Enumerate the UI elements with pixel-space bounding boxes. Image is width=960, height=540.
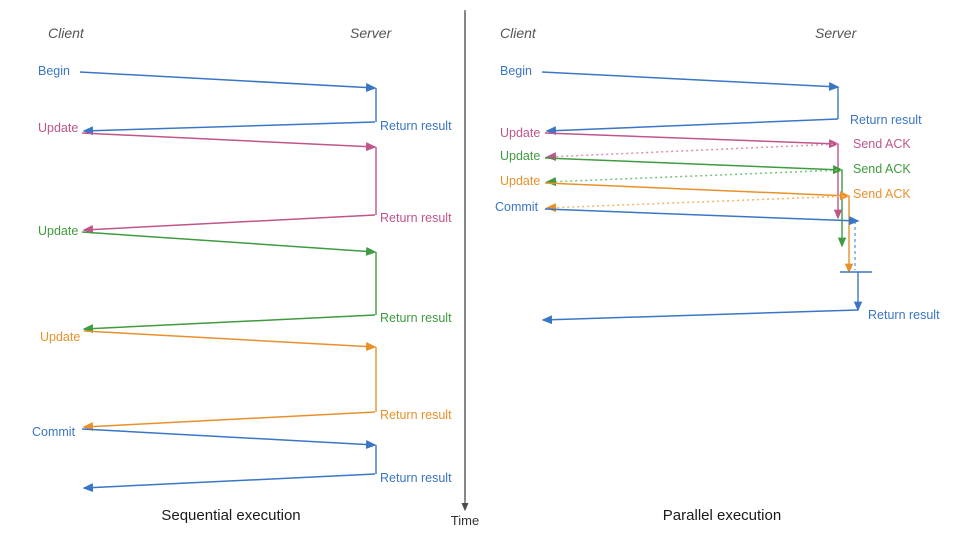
message-label: Update: [38, 121, 78, 135]
message-label: Send ACK: [853, 162, 911, 176]
lane-title-server: Server: [350, 25, 393, 41]
message-label: Begin: [500, 64, 532, 78]
message-arrow-request: [544, 182, 851, 201]
message-arrow-response: [541, 309, 859, 325]
message-label: Return result: [850, 113, 922, 127]
message-arrow-request: [83, 330, 377, 351]
message-label: Update: [500, 126, 540, 140]
message-label: Begin: [38, 64, 70, 78]
message-label: Update: [38, 224, 78, 238]
message-arrow-response: [82, 473, 376, 493]
message-label: Return result: [380, 211, 452, 225]
message-label: Return result: [380, 311, 452, 325]
message-arrow-request: [541, 71, 840, 92]
message-arrow-response: [545, 118, 839, 136]
lane-title-client: Client: [500, 25, 537, 41]
message-label: Commit: [32, 425, 76, 439]
lane-title-server: Server: [815, 25, 858, 41]
message-arrow-request: [544, 132, 840, 149]
message-label: Send ACK: [853, 187, 911, 201]
message-label: Update: [500, 149, 540, 163]
message-label: Return result: [380, 408, 452, 422]
message-label: Update: [40, 330, 80, 344]
message-label: Update: [500, 174, 540, 188]
message-arrow-response: [82, 411, 376, 432]
message-arrow-response: [82, 314, 376, 334]
message-arrow-request: [81, 428, 377, 450]
message-arrow-ack: [545, 195, 850, 213]
message-arrow-request: [544, 208, 860, 226]
message-label: Return result: [380, 471, 452, 485]
message-arrow-request: [81, 231, 377, 256]
panel-caption-sequential: Sequential execution: [161, 507, 300, 524]
message-label: Return result: [380, 119, 452, 133]
message-arrow-request: [544, 157, 844, 175]
message-label: Send ACK: [853, 137, 911, 151]
message-arrow-ack: [545, 143, 839, 162]
message-label: Return result: [868, 308, 940, 322]
message-label: Commit: [495, 200, 539, 214]
time-axis-layer: Time: [451, 12, 479, 528]
time-axis-label: Time: [451, 513, 479, 528]
lane-title-client: Client: [48, 25, 85, 41]
panel-caption-parallel: Parallel execution: [663, 507, 781, 524]
message-arrow-response: [82, 121, 376, 136]
message-arrow-response: [82, 214, 376, 235]
message-arrow-ack: [545, 169, 843, 187]
message-arrow-request: [81, 132, 377, 152]
message-arrow-request: [79, 71, 377, 93]
